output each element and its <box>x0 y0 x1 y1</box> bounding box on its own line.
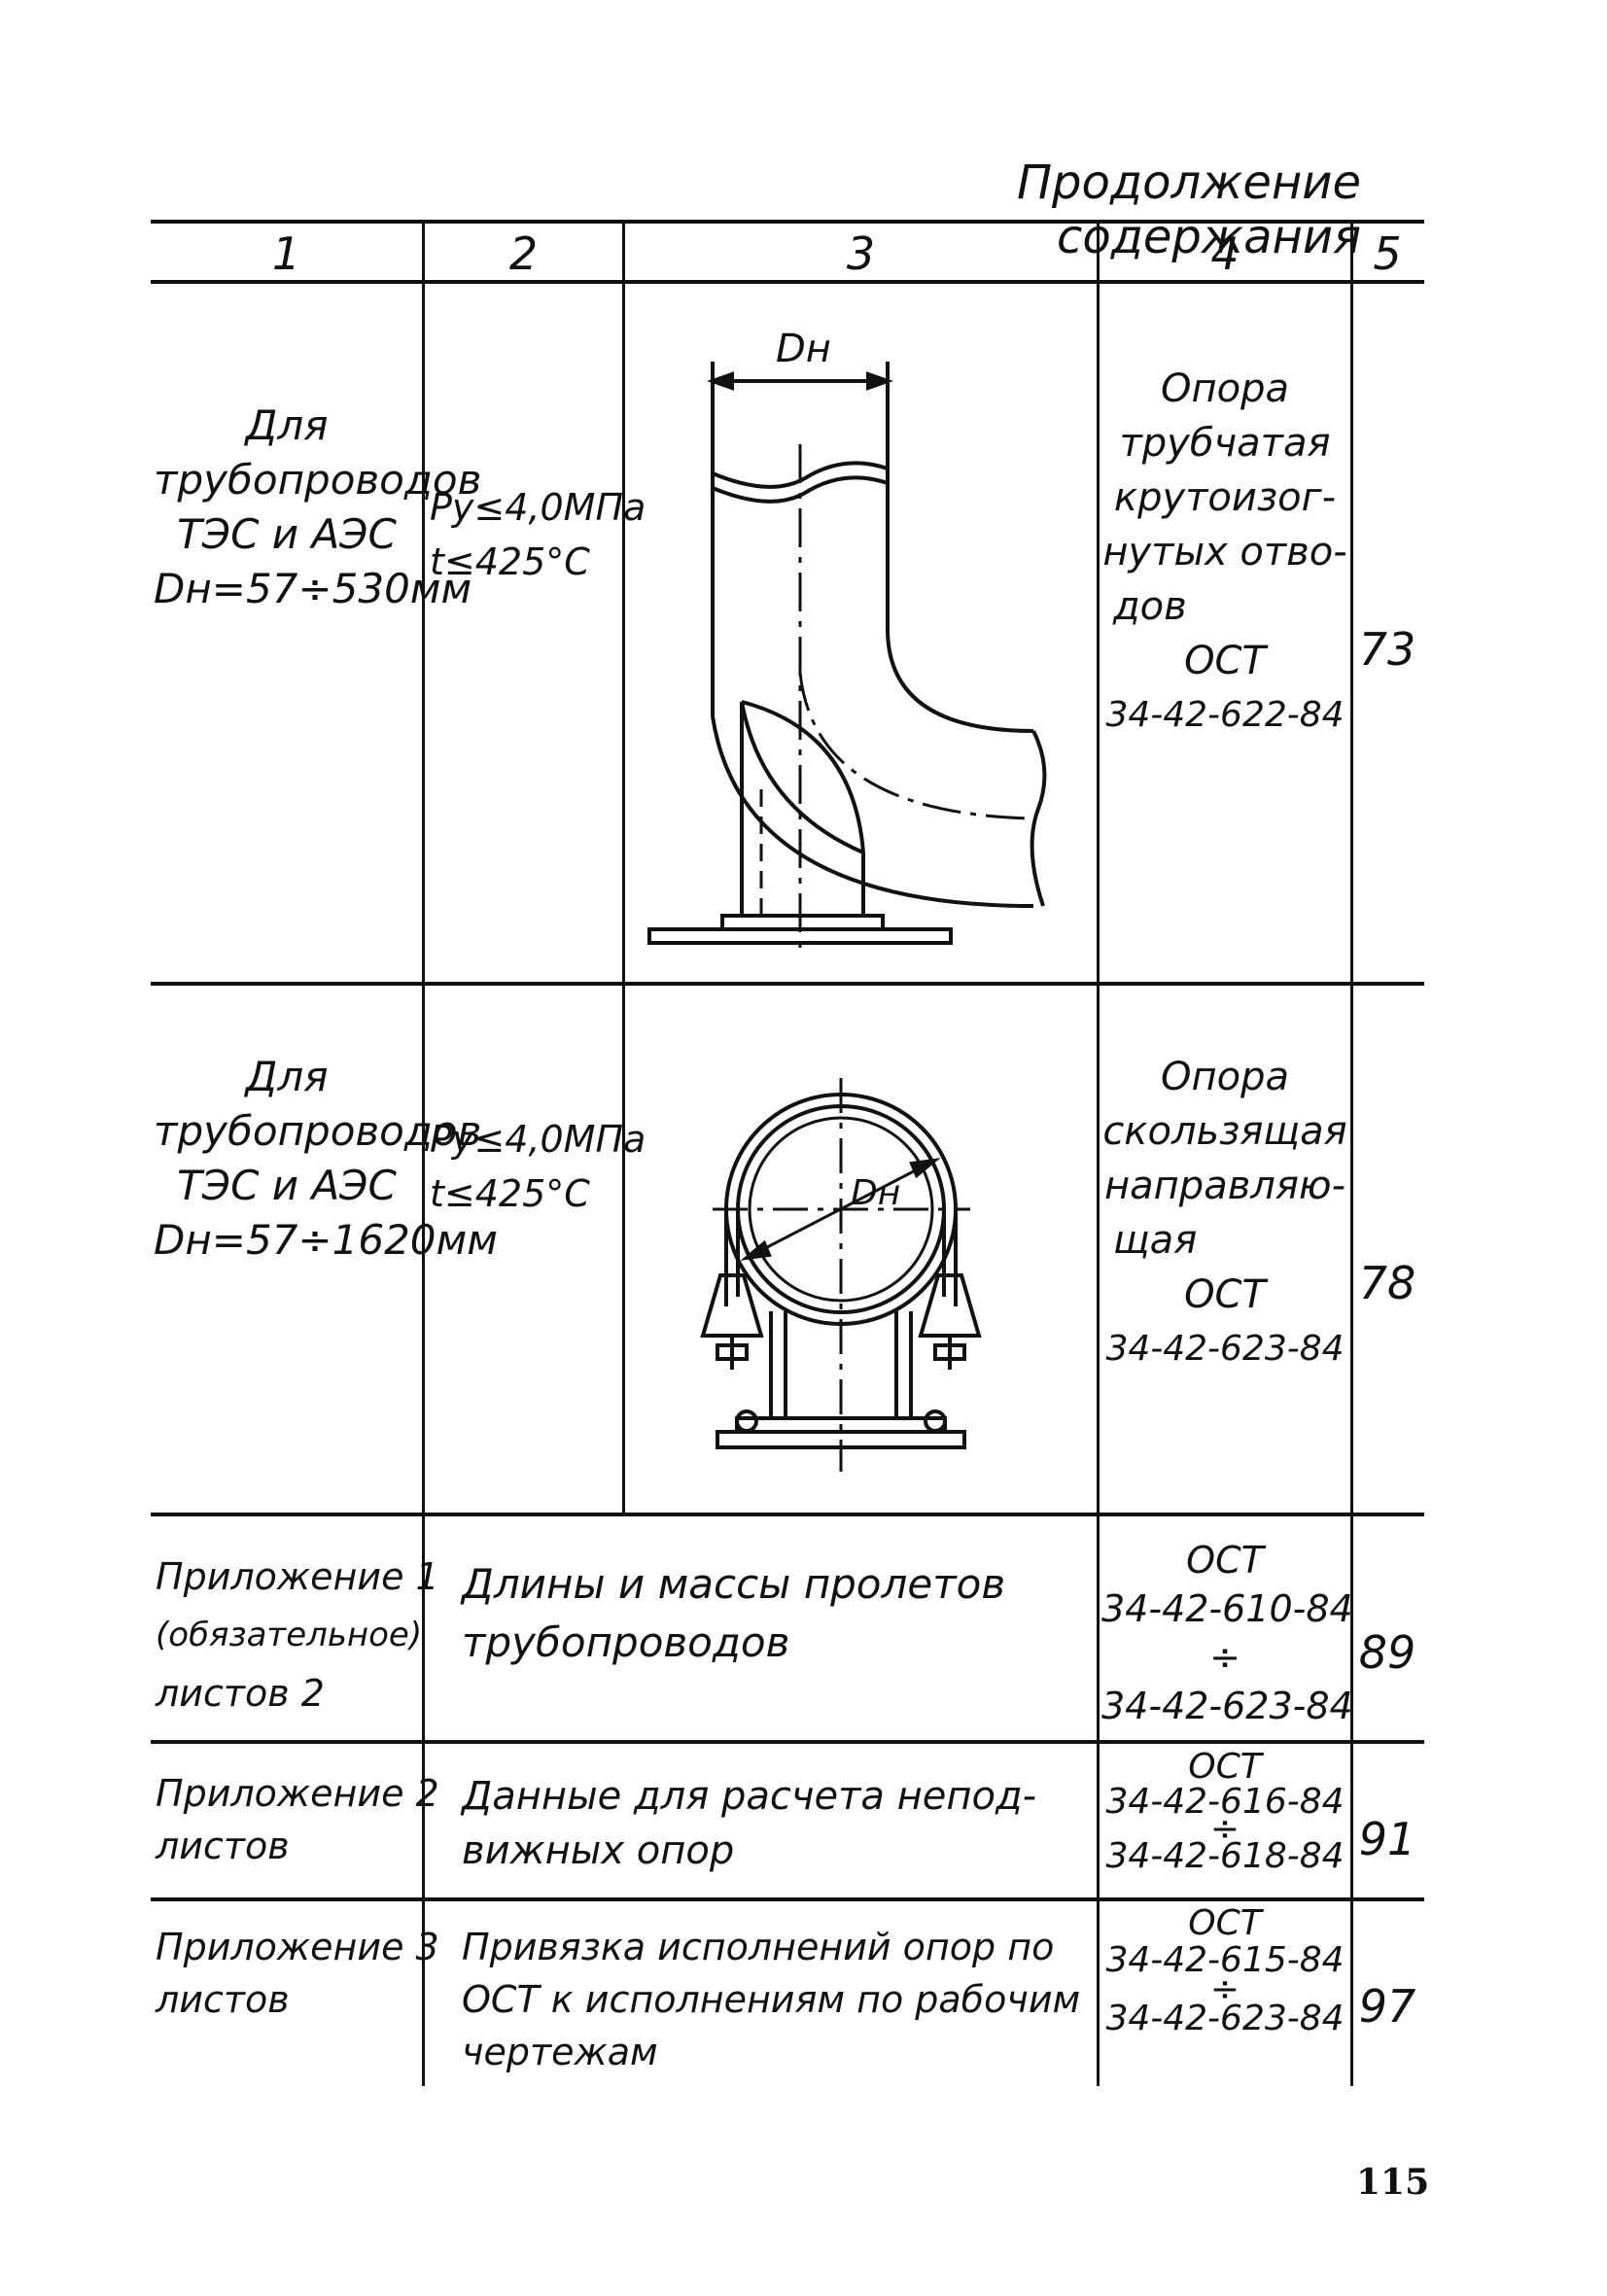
row1-standard-label: ОСТ <box>1184 639 1266 683</box>
row5-purpose-line: Приложение 3 <box>156 1926 439 1968</box>
row5-description: Привязка исполнений опор по ОСТ к исполн… <box>462 1921 1094 2078</box>
row4-standard-from: 34-42-616-84 <box>1105 1782 1345 1822</box>
row2-name-line: Опора <box>1160 1055 1289 1099</box>
row5-description-line: ОСТ к исполнениям по рабочим <box>462 1978 1081 2021</box>
row2-purpose-line: трубопроводов <box>154 1107 482 1155</box>
row2-name: Опора скользящая направляю- щая ОСТ 34-4… <box>1101 1050 1348 1376</box>
row4-description-line: вижных опор <box>462 1828 735 1873</box>
row5-page: 97 <box>1358 1980 1416 2033</box>
header-bottom-rule <box>151 280 1424 284</box>
row2-standard-label: ОСТ <box>1184 1272 1266 1317</box>
row4-purpose-line: Приложение 2 <box>156 1772 439 1815</box>
row1-purpose-line: Dн=57÷530мм <box>154 565 472 612</box>
row3-bottom-rule <box>151 1740 1424 1744</box>
row5-standard-from: 34-42-615-84 <box>1105 1940 1345 1980</box>
row4-standard-label: ОСТ <box>1188 1747 1262 1787</box>
row5-name: ОСТ 34-42-615-84 ÷ 34-42-623-84 <box>1101 1905 1348 2037</box>
row1-page: 73 <box>1358 623 1416 676</box>
elbow-support-drawing: Dн <box>647 327 1047 955</box>
row1-name-line: крутоизог- <box>1113 475 1337 520</box>
sliding-guide-support-drawing: Dн <box>700 1078 982 1472</box>
column-header-2: 2 <box>508 227 539 280</box>
row2-name-line: щая <box>1113 1218 1198 1263</box>
row3-name: ОСТ 34-42-610-84 ÷ 34-42-623-84 <box>1101 1536 1353 1730</box>
row5-standard-label: ОСТ <box>1188 1903 1262 1943</box>
row1-purpose-line: Для <box>245 401 329 449</box>
row1-purpose-line: ТЭС и АЭС <box>177 510 397 558</box>
row2-standard-number: 34-42-623-84 <box>1105 1329 1345 1369</box>
row1-standard-number: 34-42-622-84 <box>1105 695 1345 735</box>
row4-purpose: Приложение 2 листов <box>156 1767 439 1872</box>
row2-name-line: направляю- <box>1103 1164 1346 1208</box>
row2-purpose-line: Dн=57÷1620мм <box>154 1216 498 1264</box>
row4-bottom-rule <box>151 1897 1424 1901</box>
row3-purpose: Приложение 1 (обязательное) листов 2 <box>156 1548 439 1722</box>
guide-diameter-label: Dн <box>851 1173 900 1213</box>
col4-right-rule <box>1350 220 1353 2086</box>
row4-description: Данные для расчета непод- вижных опор <box>462 1769 1094 1878</box>
table-top-rule <box>151 220 1424 224</box>
row1-name-line: дов <box>1113 584 1187 629</box>
row2-name-line: скользящая <box>1102 1109 1347 1154</box>
row1-purpose: Для трубопроводов ТЭС и АЭС Dн=57÷530мм <box>154 399 482 616</box>
row2-purpose-line: ТЭС и АЭС <box>177 1162 397 1209</box>
row3-purpose-line: листов 2 <box>156 1672 325 1715</box>
row4-description-line: Данные для расчета непод- <box>462 1774 1037 1819</box>
row5-description-line: Привязка исполнений опор по <box>462 1926 1055 1968</box>
row3-standard-label: ОСТ <box>1186 1539 1264 1582</box>
row3-purpose-line: (обязательное) <box>156 1616 423 1654</box>
table-caption: Продолжение содержания <box>1016 156 1361 264</box>
row4-standard-to: 34-42-618-84 <box>1105 1836 1345 1876</box>
row3-page: 89 <box>1358 1626 1416 1679</box>
row3-description-line: Длины и массы пролетов <box>462 1560 1006 1608</box>
row3-standard-to: 34-42-623-84 <box>1101 1685 1353 1727</box>
col1-right-rule <box>422 220 425 2086</box>
row3-range-sign: ÷ <box>1209 1636 1240 1679</box>
col3-right-rule <box>1097 220 1100 2086</box>
elbow-diameter-label: Dн <box>776 327 831 371</box>
row5-range-sign: ÷ <box>1209 1969 1240 2009</box>
row5-description-line: чертежам <box>462 2031 658 2073</box>
row5-purpose: Приложение 3 листов <box>156 1921 439 2026</box>
row1-name-line: трубчатая <box>1119 421 1331 466</box>
row1-name-line: Опора <box>1160 366 1289 411</box>
column-header-4: 4 <box>1210 227 1240 280</box>
row1-name-line: нутых отво- <box>1102 530 1347 574</box>
row3-purpose-line: Приложение 1 <box>156 1555 439 1598</box>
row5-standard-to: 34-42-623-84 <box>1105 1999 1345 2038</box>
row1-name: Опора трубчатая крутоизог- нутых отво- д… <box>1101 362 1348 743</box>
row4-name: ОСТ 34-42-616-84 ÷ 34-42-618-84 <box>1101 1750 1348 1874</box>
row1-purpose-line: трубопроводов <box>154 456 482 504</box>
row1-temperature: t≤425°C <box>430 540 590 583</box>
row5-purpose-line: листов <box>156 1978 290 2021</box>
column-header-3: 3 <box>846 227 876 280</box>
page-number: 115 <box>1356 2162 1430 2203</box>
row4-purpose-line: листов <box>156 1825 290 1867</box>
row2-page: 78 <box>1358 1257 1416 1309</box>
column-header-1: 1 <box>271 227 301 280</box>
col2-right-rule <box>622 220 625 1514</box>
row1-pressure: Ру≤4,0МПа <box>430 486 646 529</box>
row3-description: Длины и массы пролетов трубопроводов <box>462 1555 1094 1672</box>
row2-temperature: t≤425°C <box>430 1172 590 1215</box>
row2-pressure: Ру≤4,0МПа <box>430 1118 646 1161</box>
row2-purpose-line: Для <box>245 1053 329 1100</box>
row1-conditions: Ру≤4,0МПа t≤425°C <box>430 480 646 589</box>
row1-bottom-rule <box>151 982 1424 986</box>
column-header-5: 5 <box>1373 227 1402 280</box>
row2-purpose: Для трубопроводов ТЭС и АЭС Dн=57÷1620мм <box>154 1050 498 1268</box>
row4-page: 91 <box>1358 1813 1416 1865</box>
row3-standard-from: 34-42-610-84 <box>1101 1587 1353 1630</box>
row3-description-line: трубопроводов <box>462 1618 790 1666</box>
row2-bottom-rule <box>151 1513 1424 1516</box>
row2-conditions: Ру≤4,0МПа t≤425°C <box>430 1112 646 1221</box>
